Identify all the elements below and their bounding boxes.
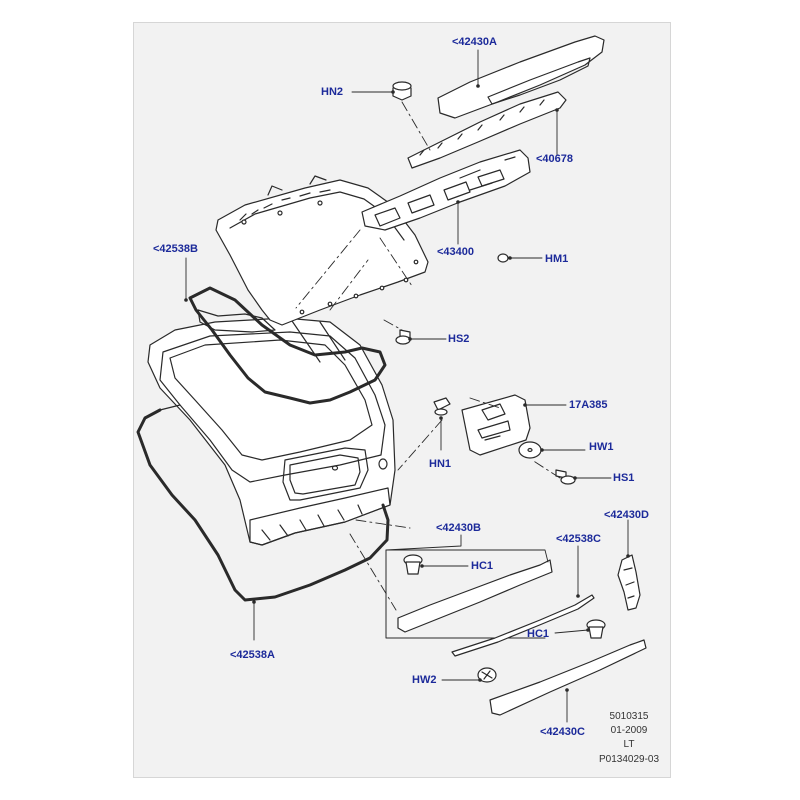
clip-hn1	[433, 397, 451, 416]
assembly-phantom-lines	[295, 101, 561, 611]
callout-43400[interactable]: <43400	[437, 246, 475, 258]
callout-HC1-upper[interactable]: HC1	[471, 560, 494, 572]
callout-42538B[interactable]: <42538B	[153, 243, 198, 255]
callout-HW1[interactable]: HW1	[589, 441, 614, 453]
callout-42430D[interactable]: <42430D	[604, 509, 649, 521]
document-number: 5010315	[609, 711, 649, 722]
spoiler-bracket	[407, 91, 567, 169]
callout-leader-lines	[185, 49, 629, 723]
callout-42430A[interactable]: <42430A	[452, 36, 497, 48]
side-bracket	[617, 554, 641, 611]
callout-HS2[interactable]: HS2	[448, 333, 470, 345]
callout-17A385[interactable]: 17A385	[569, 399, 608, 411]
clip-hc1-lower	[586, 619, 606, 639]
lower-garnish-strip	[397, 559, 553, 633]
callout-42430C[interactable]: <42430C	[540, 726, 585, 738]
callout-42538C[interactable]: <42538C	[556, 533, 601, 545]
illustration-id: P0134029-03	[598, 754, 660, 765]
leader-end-dots	[184, 84, 630, 692]
clip-hm1	[497, 253, 509, 263]
roof-spoiler	[437, 35, 605, 119]
liftgate-shell	[147, 309, 396, 546]
washer-hw2	[477, 667, 497, 683]
screw-hs1	[555, 469, 576, 485]
clip-hc1-upper	[403, 554, 423, 575]
callout-42430B[interactable]: <42430B	[436, 522, 481, 534]
washer-hw1	[518, 441, 542, 459]
clip-hn2	[392, 81, 412, 101]
callout-HN2[interactable]: HN2	[321, 86, 344, 98]
callout-42538A[interactable]: <42538A	[230, 649, 275, 661]
callout-HS1[interactable]: HS1	[613, 472, 635, 484]
publication-date: 01-2009	[610, 725, 648, 736]
license-plate-bracket	[461, 394, 531, 456]
upper-glass-seal	[188, 286, 387, 405]
callout-40678[interactable]: <40678	[536, 153, 574, 165]
garnish-bracket-box	[385, 549, 546, 639]
outer-weatherstrip-seal	[136, 404, 390, 602]
upper-trim-panel	[361, 149, 531, 231]
region-code: LT	[623, 739, 635, 750]
bottom-garnish-strip	[489, 639, 647, 716]
lower-seal-strip	[451, 594, 595, 657]
callout-HW2[interactable]: HW2	[412, 674, 437, 686]
screw-hs2	[395, 329, 411, 345]
callout-HM1[interactable]: HM1	[545, 253, 569, 265]
callout-HN1[interactable]: HN1	[429, 458, 452, 470]
callout-HC1-lower[interactable]: HC1	[527, 628, 550, 640]
